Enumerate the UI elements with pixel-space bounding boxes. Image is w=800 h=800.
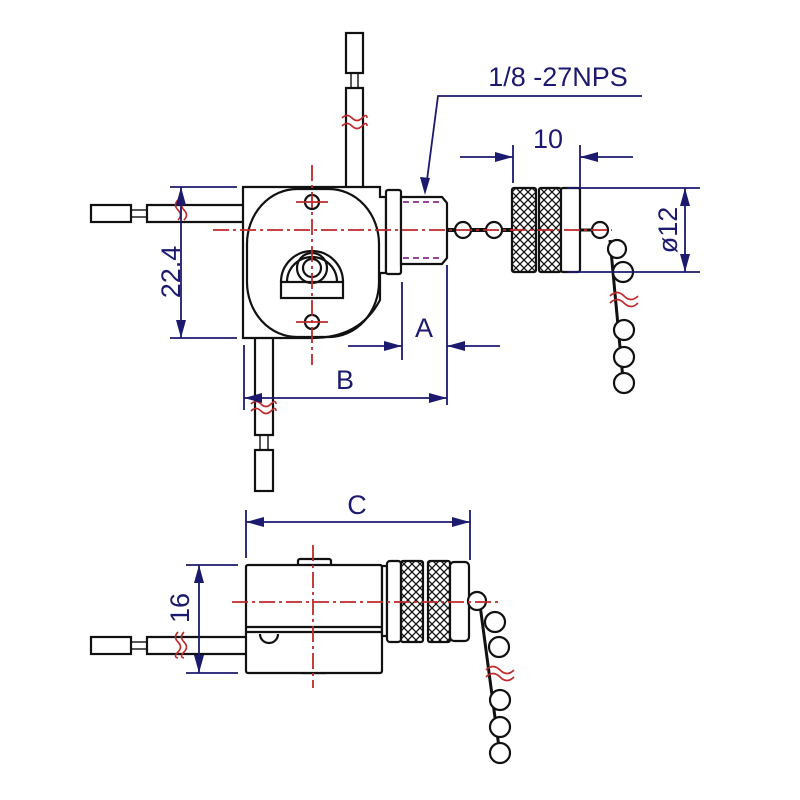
bottom-wire [250, 338, 277, 493]
dimension-22-4-label: 22.4 [156, 246, 186, 299]
left-wire [89, 199, 243, 224]
pull-chain-side [466, 590, 515, 765]
thread-callout: 1/8 -27NPS [420, 62, 642, 195]
dimension-10-label: 10 [533, 124, 563, 154]
top-view: 22.4 A B 10 ø12 [89, 31, 700, 493]
threaded-bushing [384, 188, 449, 276]
dimension-16: 16 [165, 564, 238, 674]
dimension-a: A [348, 265, 500, 405]
thread-callout-label: 1/8 -27NPS [488, 62, 628, 92]
top-wire [341, 31, 368, 187]
dimension-diameter-12: ø12 [567, 187, 700, 273]
dimension-10: 10 [460, 124, 633, 188]
side-wire [89, 631, 246, 659]
dimension-diameter-12-label: ø12 [653, 207, 683, 254]
dimension-a-label: A [415, 313, 433, 343]
side-body [244, 557, 471, 675]
dimension-16-label: 16 [165, 593, 195, 623]
dimension-22-4: 22.4 [156, 186, 237, 339]
dimension-b-label: B [336, 365, 354, 395]
pull-chain-top [447, 186, 639, 395]
side-view: 16 C [89, 490, 515, 765]
dimension-b: B [243, 345, 447, 410]
switch-body [241, 185, 388, 340]
dimension-c-label: C [347, 490, 367, 520]
dimension-c: C [245, 490, 471, 560]
